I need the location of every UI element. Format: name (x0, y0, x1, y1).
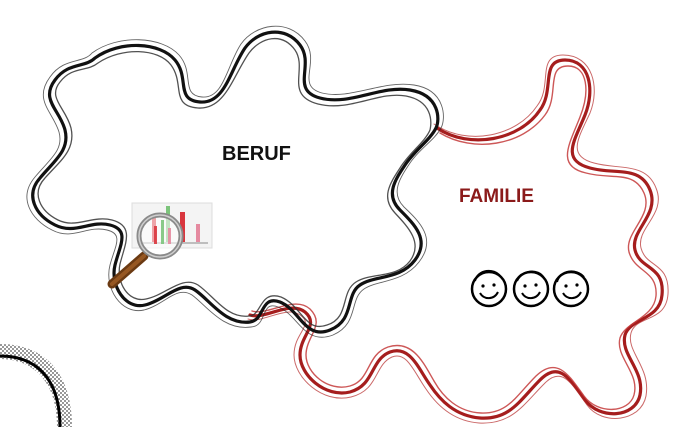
beruf-puzzle-piece (26, 25, 444, 338)
three-smiley-faces-icon (470, 269, 590, 308)
familie-puzzle-piece (247, 54, 669, 424)
corner-badge (0, 344, 72, 428)
familie-label: FAMILIE (459, 186, 534, 207)
beruf-label: BERUF (222, 143, 291, 165)
magnifier-chart-icon (107, 202, 213, 289)
smiley-face-1-icon (470, 269, 508, 308)
smiley-face-2-icon (512, 270, 550, 308)
smiley-face-3-icon (552, 270, 590, 308)
